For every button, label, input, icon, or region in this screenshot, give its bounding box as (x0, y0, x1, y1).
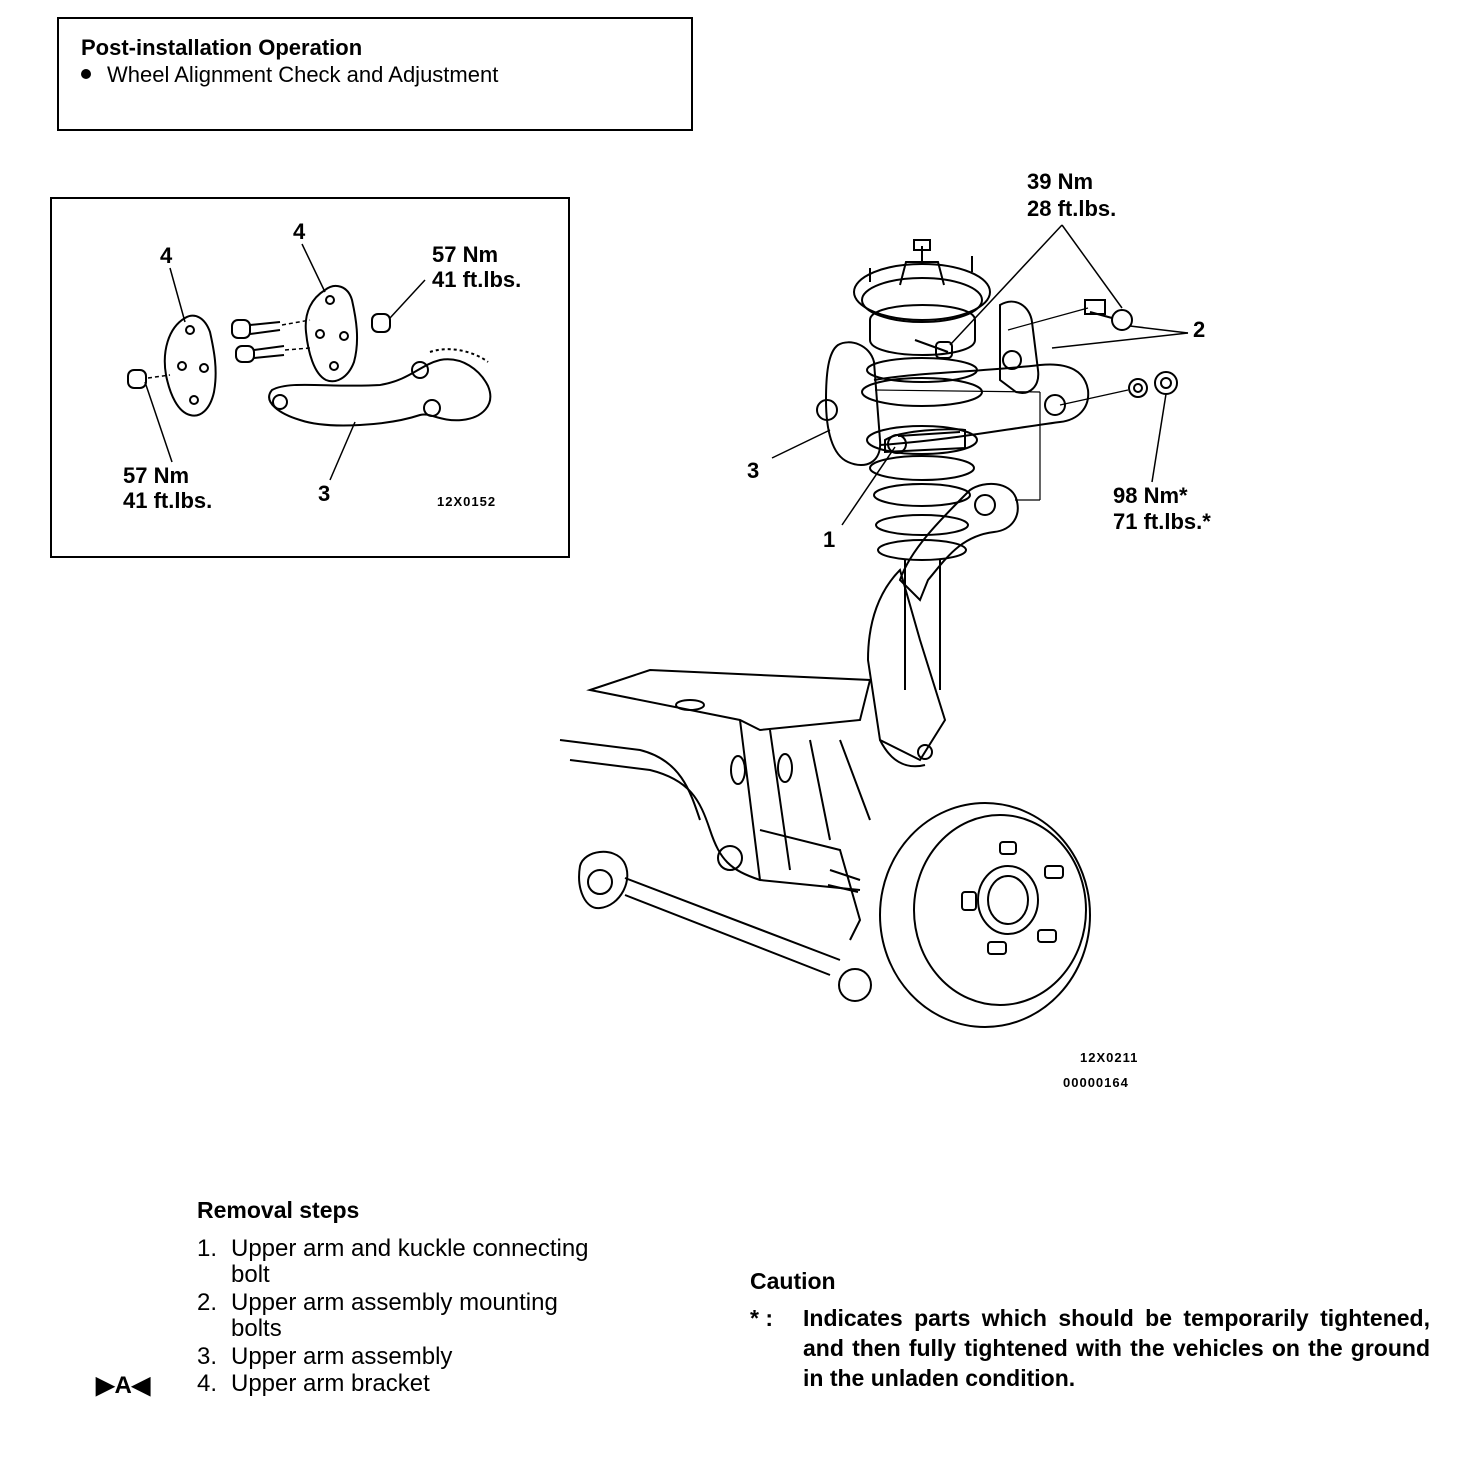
inset-figure-code: 12X0152 (437, 494, 497, 509)
removal-step-3-num: 3. (197, 1343, 218, 1370)
post-installation-box: Post-installation Operation Wheel Alignm… (57, 17, 693, 131)
inset-callout-arm: 3 (318, 481, 331, 506)
main-figure-id: 00000164 (1063, 1075, 1129, 1090)
main-callout-2: 2 (1193, 317, 1206, 342)
main-torque-right-nm: 98 Nm* (1113, 483, 1188, 508)
inset-torque-top-nm: 57 Nm (432, 242, 499, 267)
removal-step-2-line1: Upper arm assembly mounting (231, 1289, 558, 1316)
removal-step-1-line2: bolt (231, 1261, 270, 1288)
removal-step-1-line1: Upper arm and kuckle connecting (231, 1235, 589, 1262)
main-leaders (771, 224, 1189, 526)
inset-callout-bracket-left: 4 (160, 243, 173, 268)
post-installation-item-text: Wheel Alignment Check and Adjustment (107, 62, 499, 87)
removal-step-3-line1: Upper arm assembly (231, 1343, 453, 1370)
removal-step-4-num: 4. (197, 1370, 218, 1397)
main-torque-top-nm: 39 Nm (1027, 169, 1094, 194)
knuckle-main (866, 482, 1019, 768)
inset-bolts (127, 313, 391, 389)
main-torque-top-ftlbs: 28 ft.lbs. (1027, 196, 1117, 221)
inset-upper-arm (268, 348, 492, 427)
post-installation-title: Post-installation Operation (81, 35, 363, 60)
caution-symbol: * : (750, 1305, 773, 1331)
main-callout-1: 1 (823, 527, 836, 552)
assembly-guide-lines (874, 307, 1129, 501)
main-figure-code: 12X0211 (1080, 1050, 1139, 1065)
removal-step-2-line2: bolts (231, 1315, 282, 1342)
post-installation-item: Wheel Alignment Check and Adjustment (81, 62, 498, 88)
inset-bracket-left (163, 314, 217, 417)
removal-step-1-num: 1. (197, 1235, 218, 1262)
removal-steps-title: Removal steps (197, 1197, 360, 1223)
inset-torque-top-ftlbs: 41 ft.lbs. (432, 267, 522, 292)
strut-coil-spring (861, 304, 983, 690)
main-torque-right-ftlbs: 71 ft.lbs.* (1113, 509, 1211, 534)
inset-figure-box (50, 197, 570, 558)
caution-title: Caution (750, 1268, 836, 1294)
inset-leaders (144, 243, 426, 481)
service-point-marker: ▶A◀ (96, 1372, 151, 1399)
crossmember-main (559, 668, 872, 1002)
caution-text: Indicates parts which should be temporar… (803, 1305, 1430, 1391)
removal-step-4-line1: Upper arm bracket (231, 1370, 430, 1397)
inset-torque-bottom-ftlbs: 41 ft.lbs. (123, 488, 213, 513)
main-callout-3: 3 (747, 458, 760, 483)
inset-bracket-right (304, 284, 359, 383)
inset-callout-bracket-right: 4 (293, 219, 306, 244)
strut-top-mount (853, 239, 991, 323)
brake-drum-main (879, 802, 1091, 1028)
inset-torque-bottom-nm: 57 Nm (123, 463, 190, 488)
bullet-icon (81, 69, 91, 80)
bolt-and-nuts-main (897, 299, 1178, 437)
removal-step-2-num: 2. (197, 1289, 218, 1316)
upper-arm-main (816, 300, 1090, 467)
